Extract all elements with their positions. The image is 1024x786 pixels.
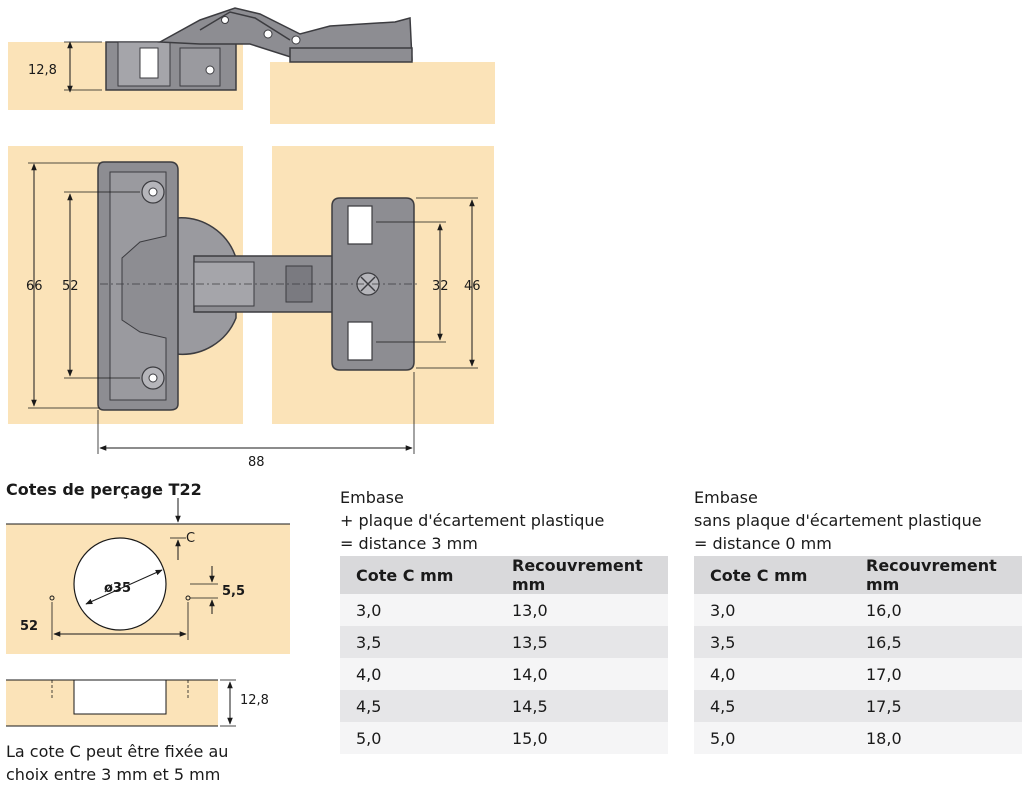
- table-heading: Embase sans plaque d'écartement plastiqu…: [694, 486, 1022, 556]
- table-heading-line1: Embase: [694, 488, 758, 507]
- table-heading-line3: = distance 0 mm: [694, 534, 832, 553]
- table-cell: 3,0: [340, 594, 496, 626]
- table-heading-line3: = distance 3 mm: [340, 534, 478, 553]
- table-cell: 3,5: [694, 626, 850, 658]
- column-header: Recouvrement mm: [850, 556, 1022, 594]
- table-cell: 4,5: [340, 690, 496, 722]
- table-cell: 4,5: [694, 690, 850, 722]
- plate-outer-label: 46: [464, 279, 481, 294]
- height-outer-label: 66: [26, 279, 43, 294]
- height-inner-label: 52: [62, 279, 79, 294]
- side-view: 12,8: [8, 7, 495, 124]
- table-cell: 15,0: [496, 722, 668, 754]
- table-with-spacer: Embase + plaque d'écartement plastique =…: [340, 486, 668, 754]
- table-cell: 5,0: [340, 722, 496, 754]
- table-heading: Embase + plaque d'écartement plastique =…: [340, 486, 668, 556]
- drilling-note-line1: La cote C peut être fixée au: [6, 742, 229, 761]
- table-cell: 16,0: [850, 594, 1022, 626]
- drilling-title: Cotes de perçage T22: [6, 480, 202, 499]
- plate-inner-label: 32: [432, 279, 449, 294]
- door-panel: [270, 62, 495, 124]
- column-header: Cote C mm: [694, 556, 850, 594]
- table-cell: 14,0: [496, 658, 668, 690]
- table-cell: 13,0: [496, 594, 668, 626]
- table-cell: 13,5: [496, 626, 668, 658]
- table-cell: 16,5: [850, 626, 1022, 658]
- table-cell: 3,0: [694, 594, 850, 626]
- diameter-label: ø35: [104, 581, 131, 596]
- table-heading-line1: Embase: [340, 488, 404, 507]
- plan-view: 66 52 32 46 88: [8, 146, 494, 470]
- table-heading-line2: sans plaque d'écartement plastique: [694, 511, 982, 530]
- table-cell: 3,5: [340, 626, 496, 658]
- table-without-spacer: Embase sans plaque d'écartement plastiqu…: [694, 486, 1022, 754]
- drilling-note-line2: choix entre 3 mm et 5 mm: [6, 765, 221, 784]
- side-thickness-label: 12,8: [28, 63, 57, 78]
- drilling-front-view: ø35 C 5,5 52: [6, 498, 290, 654]
- table-cell: 17,5: [850, 690, 1022, 722]
- table-cell: 18,0: [850, 722, 1022, 754]
- cote-c-label: C: [186, 531, 195, 546]
- table-cell: 4,0: [694, 658, 850, 690]
- column-header: Cote C mm: [340, 556, 496, 594]
- width-total-label: 88: [248, 455, 265, 470]
- table-cell: 14,5: [496, 690, 668, 722]
- table-cell: 4,0: [340, 658, 496, 690]
- column-header: Recouvrement mm: [496, 556, 668, 594]
- distance-label: 52: [20, 619, 38, 634]
- offset-label: 5,5: [222, 584, 245, 599]
- table-heading-line2: + plaque d'écartement plastique: [340, 511, 605, 530]
- table-cell: 5,0: [694, 722, 850, 754]
- drilling-note: La cote C peut être fixée au choix entre…: [6, 740, 286, 786]
- drilling-section-view: 12,8: [6, 679, 269, 727]
- depth-label: 12,8: [240, 693, 269, 708]
- table-cell: 17,0: [850, 658, 1022, 690]
